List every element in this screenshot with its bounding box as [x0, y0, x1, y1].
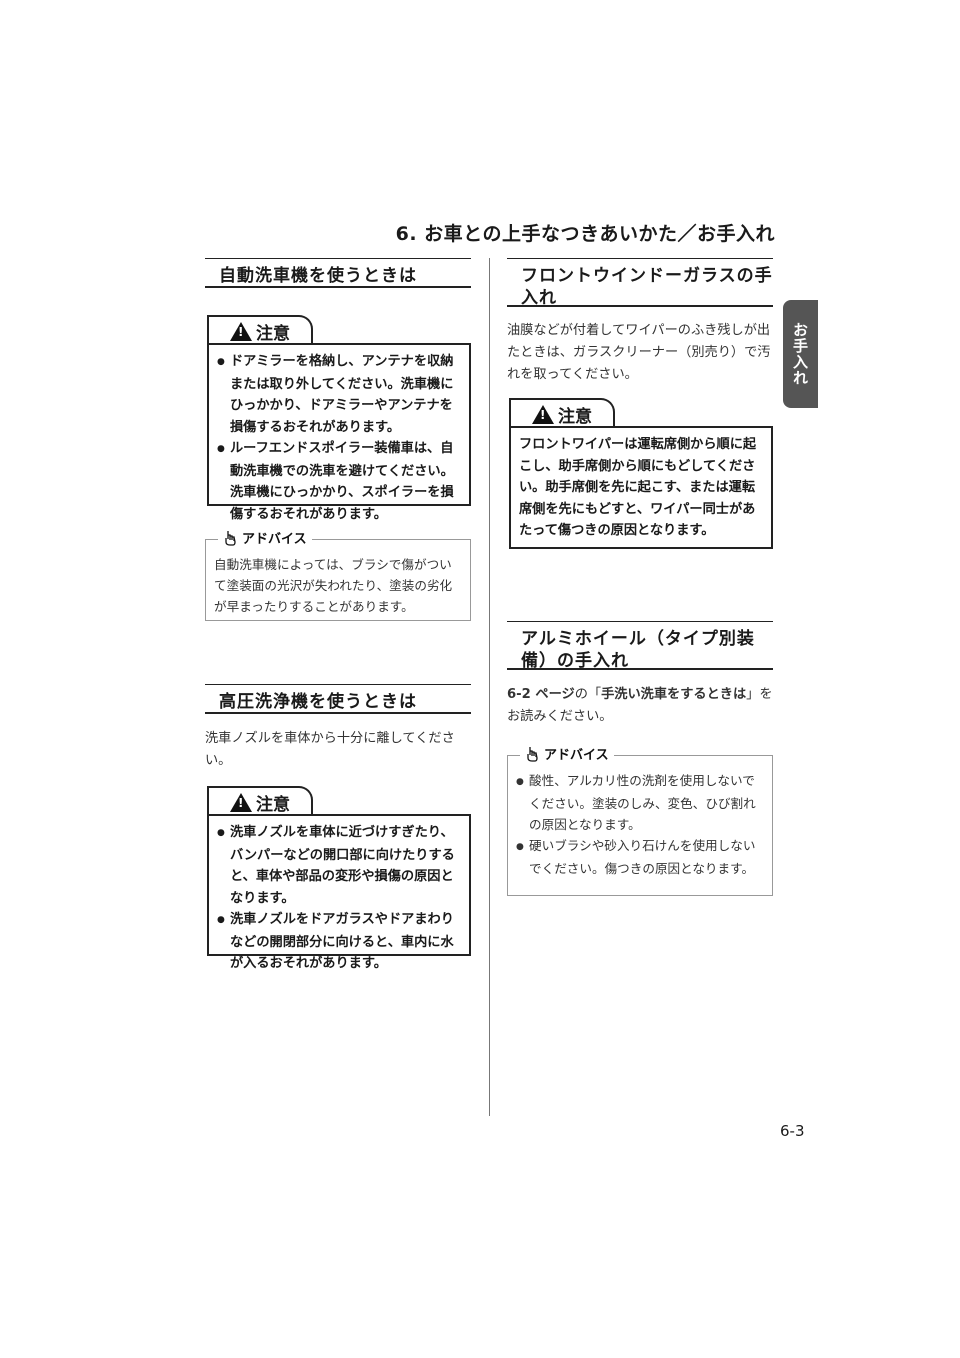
- body-text: 洗車ノズルを車体から十分に離してください。: [205, 731, 455, 768]
- caution-label: 注意: [558, 406, 592, 427]
- caution-box: ドアミラーを格納し、アンテナを収納または取り外してください。洗車機にひっかかり、…: [207, 343, 471, 522]
- advice-text: 自動洗車機によっては、ブラシで傷がついて塗装面の光沢が失われたり、塗装の劣化が早…: [214, 557, 453, 614]
- reference-title: 手洗い洗車をするときは: [601, 687, 747, 702]
- advice-label-text: アドバイス: [242, 532, 307, 547]
- caution-item: 洗車ノズルを車体に近づけすぎたり、バンパーなどの開口部に向けたりすると、車体や部…: [217, 822, 461, 909]
- section-title-auto-wash: 自動洗車機を使うときは: [205, 258, 471, 288]
- warning-triangle-icon: [532, 404, 554, 424]
- advice-box: 自動洗車機によっては、ブラシで傷がついて塗装面の光沢が失われたり、塗装の劣化が早…: [205, 539, 471, 621]
- body-text-part: の「: [574, 687, 602, 702]
- warning-triangle-icon: [230, 792, 252, 812]
- column-divider: [489, 258, 490, 1116]
- advice-label-text: アドバイス: [544, 748, 609, 763]
- caution-tab: 注意: [509, 398, 615, 428]
- caution-box: 洗車ノズルを車体に近づけすぎたり、バンパーなどの開口部に向けたりすると、車体や部…: [207, 814, 471, 971]
- chapter-title: 6. お車との上手なつきあいかた／お手入れ: [395, 223, 775, 245]
- caution-label: 注意: [256, 323, 290, 344]
- section-title-windshield: フロントウインドーガラスの手入れ: [507, 258, 773, 308]
- body-text: 6-2 ページの「手洗い洗車をするときは」をお読みください。: [507, 684, 773, 728]
- chapter-side-tab: お手入れ: [783, 300, 818, 408]
- caution-tab: 注意: [207, 786, 313, 816]
- pointing-hand-icon: [225, 530, 236, 546]
- caution-item: ルーフエンドスポイラー装備車は、自動洗車機での洗車を避けてください。洗車機にひっ…: [217, 438, 461, 525]
- body-text: 油膜などが付着してワイパーのふき残しが出たときは、ガラスクリーナー（別売り）で汚…: [507, 323, 771, 382]
- caution-item: 洗車ノズルをドアガラスやドアまわりなどの開閉部分に向けると、車内に水が入るおそれ…: [217, 909, 461, 975]
- section-title-alloy-wheel: アルミホイール（タイプ別装備）の手入れ: [507, 621, 773, 671]
- caution-item: ドアミラーを格納し、アンテナを収納または取り外してください。洗車機にひっかかり、…: [217, 351, 461, 438]
- page-reference: 6-2 ページ: [507, 687, 575, 702]
- advice-box: 酸性、アルカリ性の洗剤を使用しないでください。塗装のしみ、変色、ひび割れの原因と…: [507, 755, 773, 896]
- section-title-pressure-wash: 高圧洗浄機を使うときは: [205, 684, 471, 714]
- advice-item: 硬いブラシや砂入り石けんを使用しないでください。傷つきの原因となります。: [516, 835, 764, 879]
- advice-label: アドバイス: [218, 528, 312, 547]
- page-number: 6-3: [780, 1122, 805, 1140]
- advice-label: アドバイス: [520, 744, 614, 763]
- caution-text: フロントワイパーは運転席側から順に起こし、助手席側から順にもどしてください。助手…: [519, 437, 757, 538]
- caution-label: 注意: [256, 794, 290, 815]
- side-tab-label: お手入れ: [791, 322, 809, 386]
- caution-tab: 注意: [207, 315, 313, 345]
- warning-triangle-icon: [230, 321, 252, 341]
- advice-item: 酸性、アルカリ性の洗剤を使用しないでください。塗装のしみ、変色、ひび割れの原因と…: [516, 770, 764, 835]
- body-text-part: 」をお読みください。: [507, 687, 773, 724]
- caution-box: フロントワイパーは運転席側から順に起こし、助手席側から順にもどしてください。助手…: [509, 426, 773, 549]
- pointing-hand-icon: [527, 746, 538, 762]
